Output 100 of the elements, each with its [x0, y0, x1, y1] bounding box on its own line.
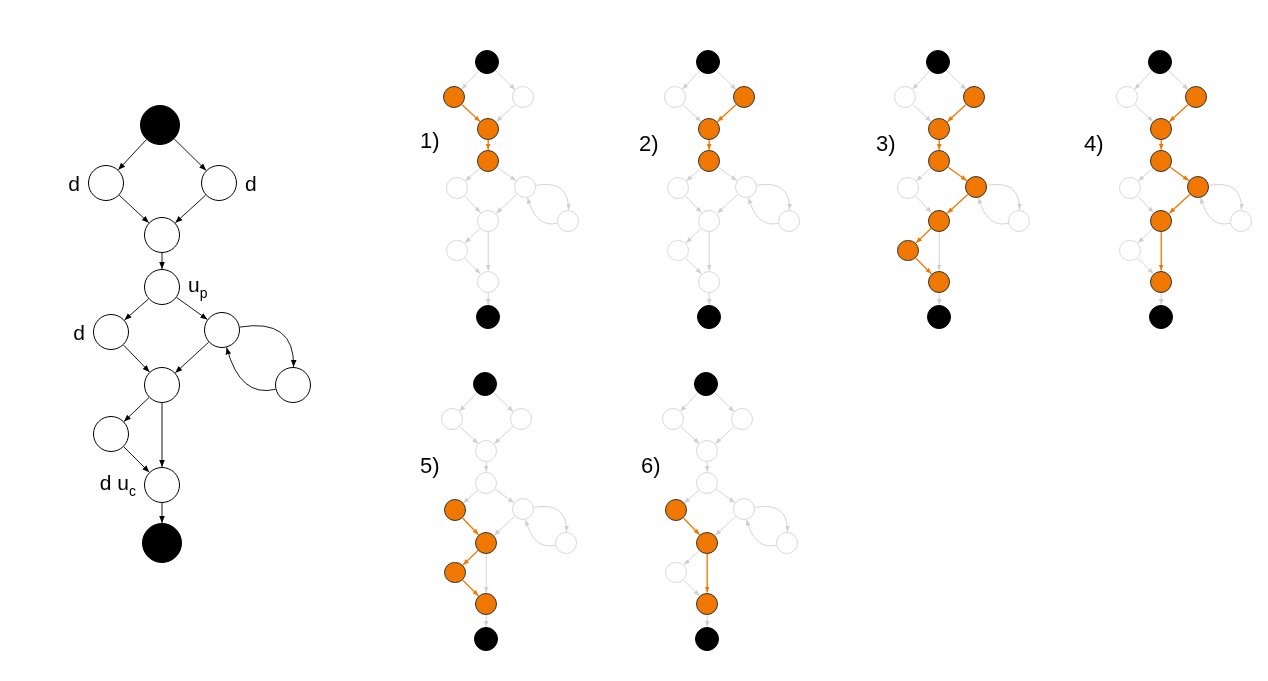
circle-node	[778, 209, 801, 232]
circle-node	[1119, 177, 1142, 200]
arrow	[462, 549, 479, 566]
circle-node	[475, 471, 498, 494]
circle-node	[698, 118, 721, 141]
circle-node	[963, 86, 985, 109]
circle-node	[446, 177, 469, 200]
node-annotation: d u$_{c}$	[99, 472, 136, 498]
circle-node	[1150, 118, 1173, 141]
circle-node	[1150, 270, 1173, 293]
circle-node	[928, 270, 951, 293]
circle-node	[1150, 149, 1173, 172]
node-annotation: d	[245, 172, 257, 194]
arrow	[683, 517, 701, 536]
circle-node	[512, 86, 534, 109]
circle-node	[667, 177, 690, 200]
circle-node	[897, 177, 920, 200]
circle-node	[93, 314, 129, 350]
arrow	[485, 139, 491, 151]
circle-node	[275, 367, 311, 403]
circle-node	[477, 149, 500, 172]
circle-node	[1230, 209, 1253, 232]
node-annotation: d	[73, 321, 85, 343]
circle-node	[444, 499, 467, 522]
circle-node	[477, 270, 500, 293]
circle-node	[557, 209, 580, 232]
circle-node	[474, 626, 499, 652]
circle-node	[472, 371, 498, 397]
arrow	[462, 579, 480, 597]
arrow	[1168, 104, 1189, 123]
circle-node	[1147, 49, 1173, 75]
circle-node	[476, 304, 501, 330]
circle-node	[477, 118, 500, 141]
circle-node	[144, 217, 180, 253]
circle-node	[928, 118, 951, 141]
circle-node	[667, 239, 690, 262]
arrow	[462, 517, 480, 536]
circle-node	[140, 105, 180, 145]
circle-node	[733, 86, 755, 109]
circle-node	[776, 531, 799, 554]
arrow	[946, 193, 969, 214]
circle-node	[1008, 209, 1031, 232]
circle-node	[964, 176, 987, 198]
circle-node	[1116, 86, 1139, 109]
circle-node	[1186, 176, 1209, 198]
circle-node	[144, 269, 180, 305]
arrow	[706, 139, 712, 151]
arrow	[947, 166, 968, 182]
arrow	[915, 257, 933, 275]
circle-node	[513, 176, 536, 198]
circle-node	[696, 440, 719, 463]
arrow	[1169, 166, 1190, 182]
circle-node	[444, 561, 467, 584]
circle-node	[443, 86, 466, 109]
circle-node	[142, 523, 182, 563]
circle-node	[475, 440, 498, 463]
circle-node	[665, 499, 688, 522]
arrow	[936, 139, 942, 151]
circle-node	[696, 592, 719, 615]
circle-node	[93, 416, 129, 452]
node-annotation: d	[68, 172, 80, 194]
node-annotation: u$_{p}$	[188, 274, 208, 300]
circle-node	[1185, 86, 1207, 109]
arrow	[716, 104, 737, 123]
arrow	[915, 227, 932, 244]
circle-node	[204, 312, 240, 348]
panel-number: 3)	[876, 133, 896, 155]
arrow	[461, 104, 481, 123]
circle-node	[695, 49, 721, 75]
circle-node	[693, 371, 719, 397]
arrow	[1158, 139, 1164, 151]
circle-node	[201, 165, 237, 201]
circle-node	[555, 531, 578, 554]
arrow	[1158, 230, 1164, 272]
circle-node	[441, 408, 464, 431]
circle-node	[475, 592, 498, 615]
circle-node	[511, 498, 534, 520]
circle-node	[925, 49, 951, 75]
arrow	[1168, 193, 1191, 214]
circle-node	[927, 304, 952, 330]
circle-node	[698, 149, 721, 172]
circle-node	[475, 531, 498, 554]
panel-number: 6)	[641, 455, 661, 477]
circle-node	[1149, 304, 1174, 330]
circle-node	[698, 270, 721, 293]
circle-node	[894, 86, 917, 109]
circle-node	[928, 209, 951, 232]
circle-node	[474, 49, 500, 75]
circle-node	[662, 408, 685, 431]
circle-node	[734, 176, 757, 198]
circle-node	[144, 467, 180, 503]
circle-node	[731, 408, 753, 431]
circle-node	[665, 561, 688, 584]
arrow	[946, 104, 967, 123]
circle-node	[698, 209, 721, 232]
panel-number: 1)	[420, 130, 440, 152]
circle-node	[446, 239, 469, 262]
circle-node	[664, 86, 687, 109]
arrow	[704, 552, 710, 594]
circle-node	[477, 209, 500, 232]
